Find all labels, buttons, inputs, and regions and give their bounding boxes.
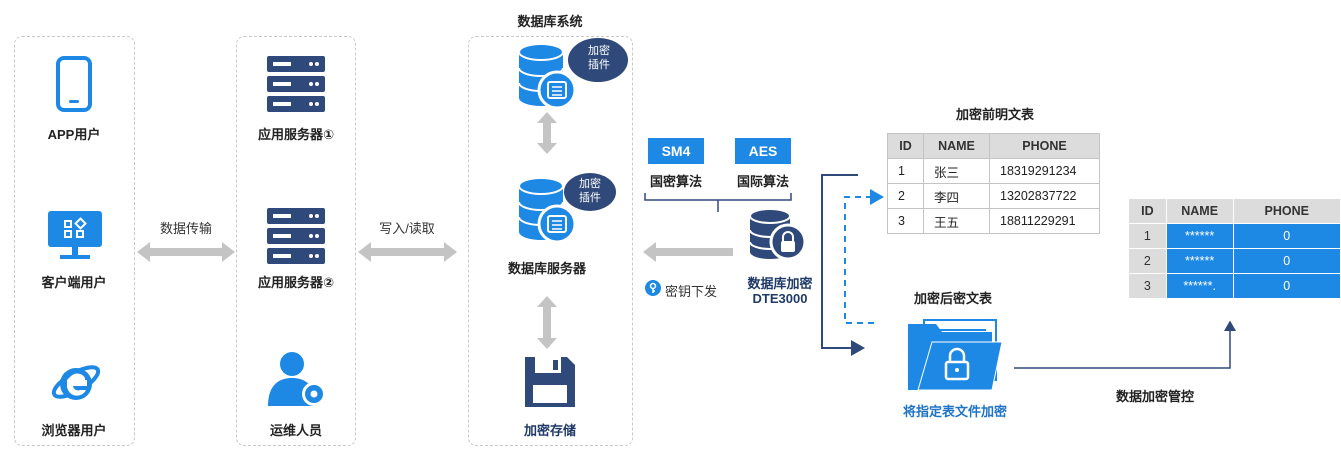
key-icon bbox=[645, 280, 661, 301]
cell: 3 bbox=[1128, 273, 1167, 299]
db-plugin-1-icon bbox=[517, 38, 629, 119]
cipher-table: ID NAME PHONE 1 ****** 0 2 ****** 0 3 **… bbox=[1128, 198, 1341, 299]
plain-table-title: 加密前明文表 bbox=[955, 107, 1034, 122]
table-row: 2 ****** 0 bbox=[1128, 248, 1341, 274]
encrypted-storage-label: 加密存储 bbox=[523, 423, 576, 438]
cell: 18319291234 bbox=[989, 158, 1100, 184]
db-lock-icon bbox=[748, 204, 808, 267]
cipher-header-id: ID bbox=[1128, 198, 1167, 224]
data-transfer-label: 数据传输 bbox=[159, 221, 212, 236]
plain-table: ID NAME PHONE 1 张三 18319291234 2 李四 1320… bbox=[887, 133, 1100, 234]
plugin-1-label: 加密 插件 bbox=[588, 45, 610, 71]
cipher-section-title: 加密后密文表 bbox=[913, 291, 992, 306]
cell: ****** bbox=[1165, 223, 1234, 249]
db-server-label: 数据库服务器 bbox=[507, 261, 586, 276]
cell: 2 bbox=[887, 183, 924, 209]
table-row: 3 ******. 0 bbox=[1128, 273, 1341, 299]
cell: ****** bbox=[1165, 248, 1234, 274]
app-server-2-label: 应用服务器② bbox=[257, 275, 334, 290]
cell: 1 bbox=[887, 158, 924, 184]
plugin-to-server-arrow bbox=[537, 112, 557, 154]
cipher-header-phone: PHONE bbox=[1232, 198, 1341, 224]
sm4-label: 国密算法 bbox=[649, 174, 702, 189]
ops-staff-icon bbox=[268, 350, 330, 413]
ops-staff-label: 运维人员 bbox=[269, 423, 322, 438]
device-name-line1: 数据库加密 bbox=[747, 276, 813, 291]
sm4-tag: SM4 bbox=[648, 138, 704, 164]
cell: ******. bbox=[1165, 273, 1234, 299]
plain-header-id: ID bbox=[887, 133, 924, 159]
clients-group bbox=[14, 36, 135, 446]
db-system-group bbox=[468, 36, 633, 446]
cipher-header-name: NAME bbox=[1165, 198, 1234, 224]
server-2-icon bbox=[267, 208, 325, 271]
cell: 李四 bbox=[923, 183, 990, 209]
plugin-2-label: 加密 插件 bbox=[579, 178, 601, 204]
phone-icon bbox=[55, 56, 93, 117]
encrypted-folder-icon bbox=[906, 316, 1004, 397]
key-distribution-label: 密钥下发 bbox=[665, 284, 718, 299]
key-arrow bbox=[643, 242, 733, 262]
table-row: 3 王五 18811229291 bbox=[887, 208, 1100, 234]
cell: 3 bbox=[887, 208, 924, 234]
plain-header-phone: PHONE bbox=[989, 133, 1100, 159]
table-row: 2 李四 13202837722 bbox=[887, 183, 1100, 209]
cell: 13202837722 bbox=[989, 183, 1100, 209]
cell: 0 bbox=[1232, 273, 1341, 299]
aes-label: 国际算法 bbox=[736, 174, 789, 189]
encrypt-table-file-label: 将指定表文件加密 bbox=[902, 404, 1007, 419]
table-row: 1 张三 18319291234 bbox=[887, 158, 1100, 184]
servers-group bbox=[236, 36, 356, 446]
cell: 0 bbox=[1232, 248, 1341, 274]
db-plugin-2-icon bbox=[517, 172, 629, 253]
cell: 王五 bbox=[923, 208, 990, 234]
write-read-label: 写入/读取 bbox=[379, 221, 435, 236]
cell: 张三 bbox=[923, 158, 990, 184]
data-transfer-arrow bbox=[137, 242, 235, 262]
cell: 1 bbox=[1128, 223, 1167, 249]
browser-user-label: 浏览器用户 bbox=[41, 423, 107, 438]
cell: 0 bbox=[1232, 223, 1341, 249]
app-server-1-label: 应用服务器① bbox=[257, 127, 334, 142]
device-name-line2: DTE3000 bbox=[752, 291, 808, 306]
app-user-label: APP用户 bbox=[47, 127, 101, 142]
server-1-icon bbox=[267, 56, 325, 119]
write-read-arrow bbox=[358, 242, 457, 262]
cell: 2 bbox=[1128, 248, 1167, 274]
browser-ie-icon bbox=[50, 356, 102, 413]
floppy-disk-icon bbox=[523, 355, 577, 414]
cell: 18811229291 bbox=[989, 208, 1100, 234]
server-to-storage-arrow bbox=[537, 296, 557, 349]
plain-header-name: NAME bbox=[923, 133, 990, 159]
aes-tag: AES bbox=[735, 138, 791, 164]
table-row: 1 ****** 0 bbox=[1128, 223, 1341, 249]
monitor-icon bbox=[45, 208, 105, 269]
encryption-control-label: 数据加密管控 bbox=[1115, 389, 1194, 404]
client-user-label: 客户端用户 bbox=[41, 275, 107, 290]
db-system-title: 数据库系统 bbox=[517, 14, 583, 29]
